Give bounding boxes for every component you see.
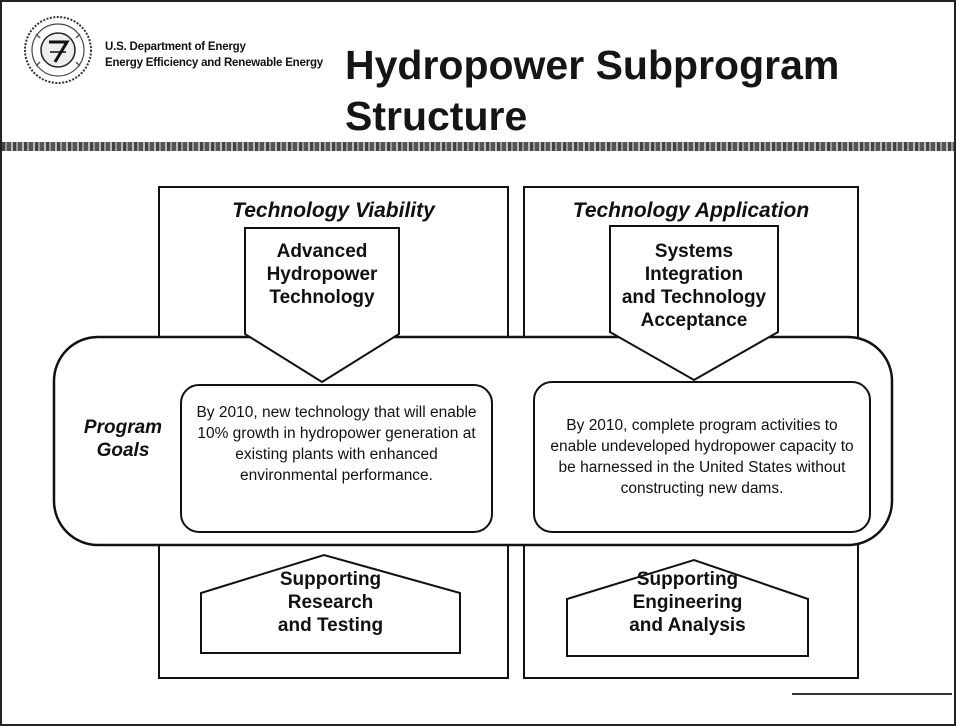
column-title-application: Technology Application xyxy=(572,199,810,222)
column-frame-viability xyxy=(158,186,509,679)
bottom-box-line: Supporting xyxy=(279,569,382,590)
top-box-text-application: Systems Integration and Technology Accep… xyxy=(602,240,786,332)
pentagon-systems-integration xyxy=(609,225,779,382)
bottom-box-line: Engineering xyxy=(632,592,743,613)
org-line-2: Energy Efficiency and Renewable Energy xyxy=(105,57,324,69)
pentagon-research-testing xyxy=(200,553,461,654)
slide-title: Hydropower Subprogram Structure xyxy=(345,40,945,142)
top-box-line: Integration xyxy=(644,264,744,285)
org-line-1: U.S. Department of Energy xyxy=(105,41,246,53)
header-divider xyxy=(2,142,954,151)
goal-text-application: By 2010, complete program activities to … xyxy=(550,417,854,497)
scan-artifact-line xyxy=(792,693,952,695)
program-goals-label: Program Goals xyxy=(68,416,178,462)
pentagon-advanced-hydropower xyxy=(244,227,400,384)
top-box-line: Hydropower xyxy=(266,264,378,285)
goal-box-application xyxy=(533,381,871,533)
title-line-2: Structure xyxy=(345,93,528,139)
top-box-line: Acceptance xyxy=(640,310,748,331)
doe-seal-icon xyxy=(24,16,92,84)
organization-name: U.S. Department of Energy Energy Efficie… xyxy=(105,39,323,71)
top-box-line: and Technology xyxy=(621,287,767,308)
pentagon-engineering-analysis xyxy=(566,558,809,657)
goal-box-viability xyxy=(180,384,493,533)
bottom-box-text-viability: Supporting Research and Testing xyxy=(201,568,460,637)
bottom-box-line: and Testing xyxy=(277,615,384,636)
top-box-line: Advanced xyxy=(276,241,368,262)
program-goals-line: Program xyxy=(83,417,163,438)
column-title-viability: Technology Viability xyxy=(232,199,435,222)
top-box-line: Systems xyxy=(654,241,734,262)
top-box-line: Technology xyxy=(269,287,375,308)
goal-text-viability: By 2010, new technology that will enable… xyxy=(196,404,477,484)
title-line-1: Hydropower Subprogram xyxy=(345,42,840,88)
bottom-box-line: Research xyxy=(287,592,374,613)
bottom-box-line: and Analysis xyxy=(629,615,746,636)
program-goals-line: Goals xyxy=(96,440,150,461)
column-frame-application xyxy=(523,186,859,679)
bottom-box-text-application: Supporting Engineering and Analysis xyxy=(567,568,808,637)
slide-header: U.S. Department of Energy Energy Efficie… xyxy=(2,2,954,142)
top-box-text-viability: Advanced Hydropower Technology xyxy=(245,240,399,309)
bottom-box-line: Supporting xyxy=(636,569,739,590)
